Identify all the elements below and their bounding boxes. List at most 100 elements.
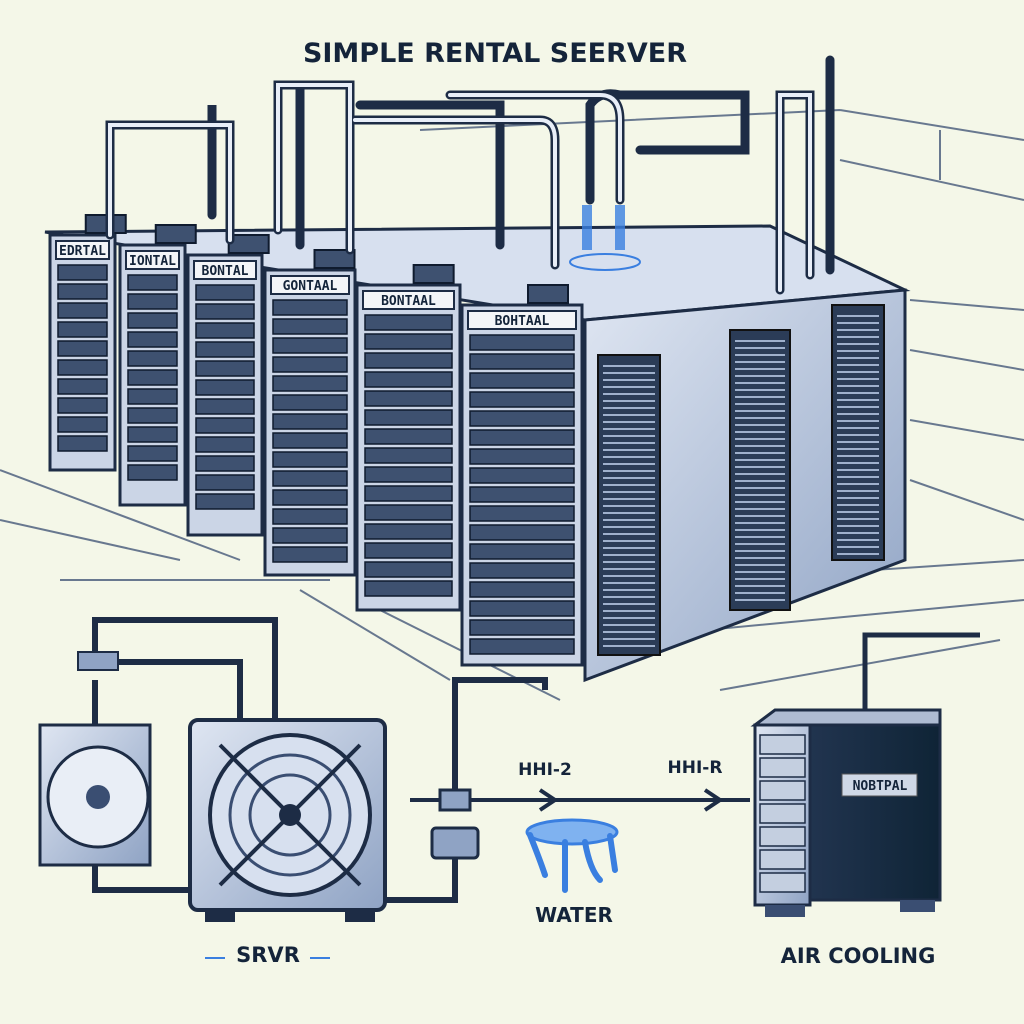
page-title: SIMPLE RENTAL SEERVER: [303, 38, 687, 69]
rack-row-side: EDRTAL IONTAL BONTAL GONTAAL BONTAAL BOHTAAL: [48, 214, 584, 667]
rack-label: EDRTAL: [59, 244, 106, 259]
server-drive-bay: [469, 581, 575, 598]
server-drive-bay: [57, 302, 108, 319]
server-drive-bay: [127, 407, 178, 424]
server-drive-bay: [469, 429, 575, 446]
server-drive-bay: [469, 543, 575, 560]
server-drive-bay: [469, 600, 575, 617]
server-drive-bay: [469, 467, 575, 484]
server-drive-bay: [272, 413, 348, 430]
rack-top-vent: [154, 224, 197, 244]
rack-label: BOHTAAL: [495, 314, 550, 329]
server-drive-bay: [195, 379, 255, 396]
server-drive-bay: [127, 293, 178, 310]
air-cooling-unit: NOBTPAL: [750, 632, 980, 917]
server-drive-bay: [127, 350, 178, 367]
server-drive-bay: [127, 426, 178, 443]
server-drive-bay: [272, 299, 348, 316]
server-drive-bay: [364, 466, 453, 483]
server-drive-bay: [364, 390, 453, 407]
server-drive-bay: [469, 638, 575, 655]
server-rack: BONTAAL: [355, 264, 462, 612]
server-drive-bay: [469, 448, 575, 465]
rack-label: BONTAL: [202, 264, 249, 279]
rack-top-vent: [412, 264, 455, 284]
server-drive-bay: [195, 303, 255, 320]
server-drive-bay: [195, 455, 255, 472]
server-rack: BOHTAAL: [460, 284, 584, 667]
server-drive-bay: [127, 331, 178, 348]
server-drive-bay: [364, 428, 453, 445]
server-drive-bay: [364, 352, 453, 369]
rack-top-vent: [313, 249, 356, 269]
server-drive-bay: [469, 524, 575, 541]
server-drive-bay: [469, 562, 575, 579]
air-cooling-caption: AIR COOLING: [781, 944, 936, 968]
server-drive-bay: [127, 312, 178, 329]
server-drive-bay: [364, 561, 453, 578]
coolant-line: [385, 677, 750, 903]
rack-label: IONTAL: [129, 254, 176, 269]
server-drive-bay: [195, 417, 255, 434]
server-drive-bay: [272, 451, 348, 468]
server-drive-bay: [364, 523, 453, 540]
small-fan-unit: [38, 617, 278, 893]
pipe-label-hhi-r: HHI-R: [668, 758, 723, 778]
floor-grid: [0, 109, 1024, 701]
server-drive-bay: [272, 508, 348, 525]
cooling-drawer: [759, 872, 806, 893]
server-drive-bay: [57, 283, 108, 300]
server-drive-bay: [272, 546, 348, 563]
server-rack: GONTAAL: [263, 249, 357, 577]
server-drive-bay: [364, 580, 453, 597]
server-drive-bay: [195, 360, 255, 377]
server-drive-bay: [469, 372, 575, 389]
server-drive-bay: [127, 369, 178, 386]
server-drive-bay: [469, 619, 575, 636]
server-drive-bay: [364, 504, 453, 521]
server-drive-bay: [364, 333, 453, 350]
rack-label: BONTAAL: [381, 294, 436, 309]
overhead-pipes-highlight: [108, 83, 812, 292]
pipe-label-hhi-2: HHI-2: [518, 760, 572, 780]
server-drive-bay: [272, 470, 348, 487]
server-drive-bay: [195, 322, 255, 339]
server-drive-bay: [272, 489, 348, 506]
server-drive-bay: [195, 436, 255, 453]
rack-label: GONTAAL: [283, 279, 338, 294]
cooling-unit-label: NOBTPAL: [853, 779, 908, 794]
cooling-drawer: [759, 826, 806, 847]
server-drive-bay: [272, 356, 348, 373]
server-drive-bay: [195, 284, 255, 301]
cooling-drawer: [759, 803, 806, 824]
server-drive-bay: [57, 321, 108, 338]
server-rack: IONTAL: [118, 224, 197, 507]
server-drive-bay: [57, 397, 108, 414]
server-drive-bay: [57, 416, 108, 433]
server-drive-bay: [57, 340, 108, 357]
server-drive-bay: [469, 505, 575, 522]
server-drive-bay: [272, 527, 348, 544]
server-drive-bay: [469, 486, 575, 503]
server-rack: BONTAL: [186, 234, 270, 537]
cooling-drawer: [759, 734, 806, 755]
server-caption: SRVR: [236, 943, 300, 967]
server-fan-unit: [188, 718, 387, 922]
cooling-drawer: [759, 849, 806, 870]
server-drive-bay: [127, 388, 178, 405]
server-drive-bay: [57, 378, 108, 395]
water-drip-icon: [569, 205, 641, 271]
server-drive-bay: [272, 375, 348, 392]
server-drive-bay: [127, 464, 178, 481]
server-drive-bay: [127, 445, 178, 462]
server-drive-bay: [364, 542, 453, 559]
server-drive-bay: [127, 274, 178, 291]
server-drive-bay: [57, 359, 108, 376]
server-drive-bay: [469, 410, 575, 427]
water-icon: [525, 818, 619, 893]
server-drive-bay: [272, 394, 348, 411]
server-drive-bay: [364, 447, 453, 464]
rack-top-vent: [227, 234, 270, 254]
server-drive-bay: [469, 334, 575, 351]
